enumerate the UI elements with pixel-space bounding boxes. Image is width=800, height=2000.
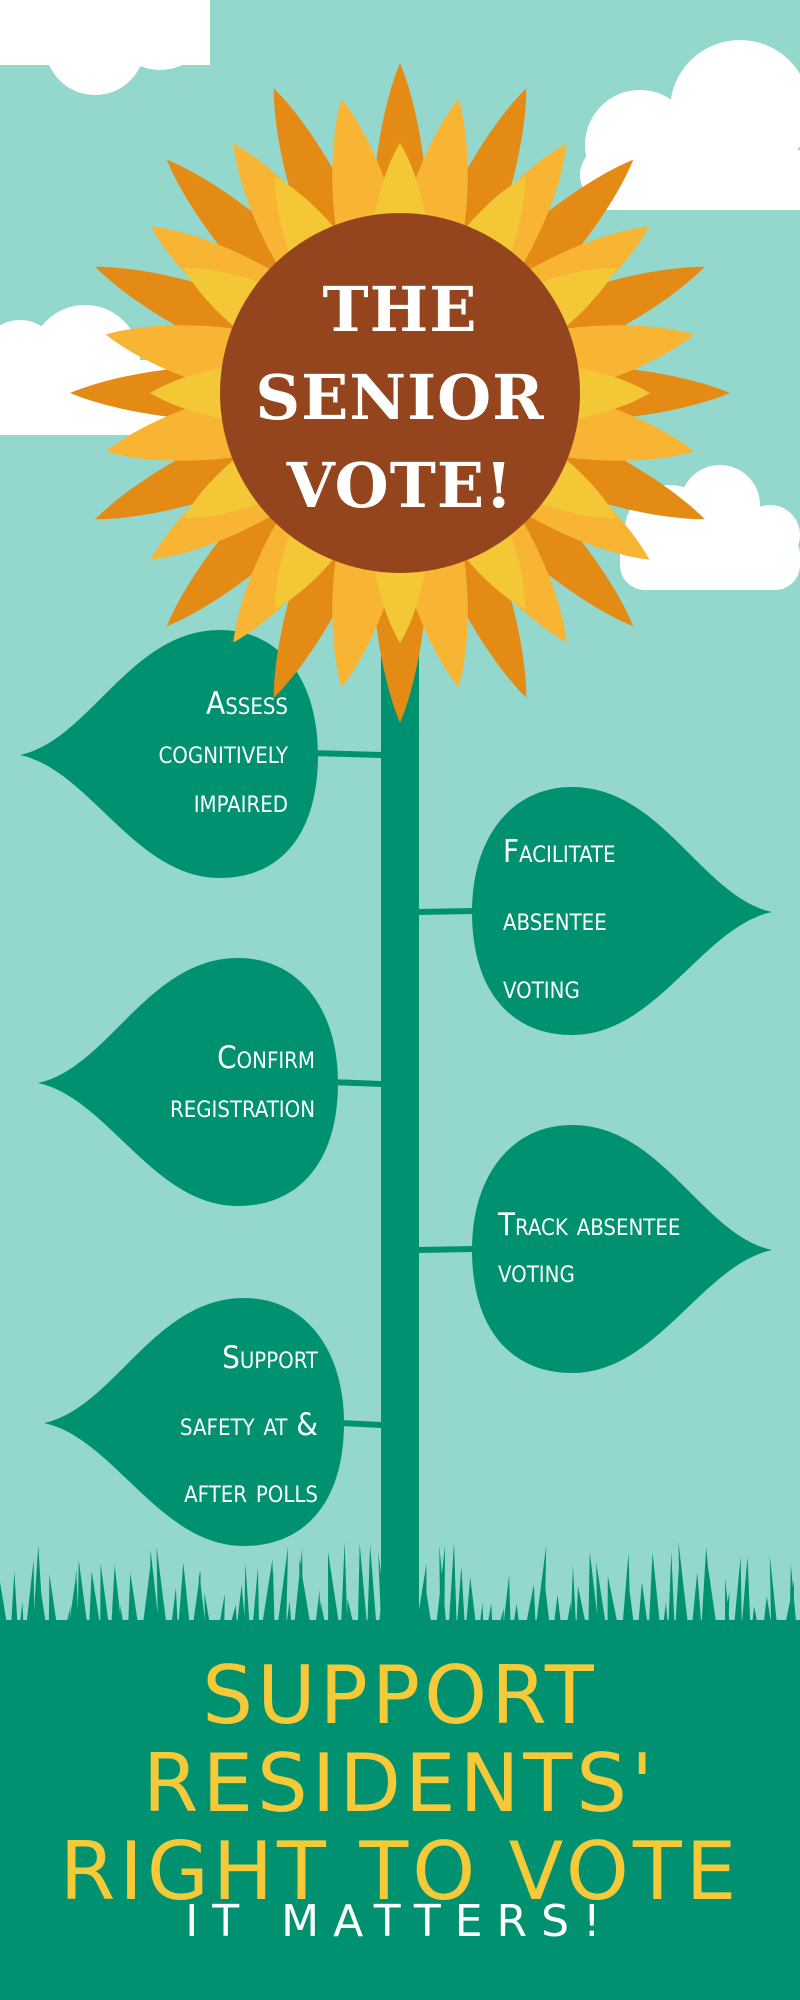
leaf-label-5: Support safety at & after polls: [180, 1340, 318, 1510]
cloud-top-left: [0, 0, 210, 95]
headline-line-1: SUPPORT: [202, 1649, 598, 1742]
headline-line-3: RIGHT TO VOTE: [59, 1825, 741, 1918]
stem: [381, 580, 419, 1680]
headline-line-2: RESIDENTS': [142, 1737, 658, 1830]
leaf-shape-3: [38, 958, 338, 1206]
leaf-shape-1: [20, 630, 318, 878]
leaf-shape-4: [472, 1125, 772, 1373]
ground: [0, 1620, 800, 2000]
page-title: THE SENIOR VOTE!: [200, 266, 600, 530]
footer-headline: SUPPORT RESIDENTS' RIGHT TO VOTE: [0, 1652, 800, 1916]
leaf-label-4: Track absentee voting: [498, 1207, 681, 1290]
title-line-3: VOTE!: [286, 449, 514, 522]
leaf-stalks: [309, 750, 476, 1428]
leaf-shape-2: [472, 787, 772, 1035]
leaf-shape-5: [44, 1298, 344, 1546]
sunflower-center: [220, 213, 580, 573]
title-line-1: THE: [322, 273, 478, 346]
title-line-2: SENIOR: [255, 361, 545, 434]
leaf-label-3: Confirm registration: [169, 1040, 315, 1125]
leaf-label-2: Facilitate absentee voting: [503, 834, 616, 1006]
leaves: [20, 630, 772, 1546]
leaf-label-1: Assess cognitively impaired: [158, 686, 288, 820]
footer-tagline: IT MATTERS!: [185, 1896, 615, 1947]
grass: [0, 1541, 800, 2000]
